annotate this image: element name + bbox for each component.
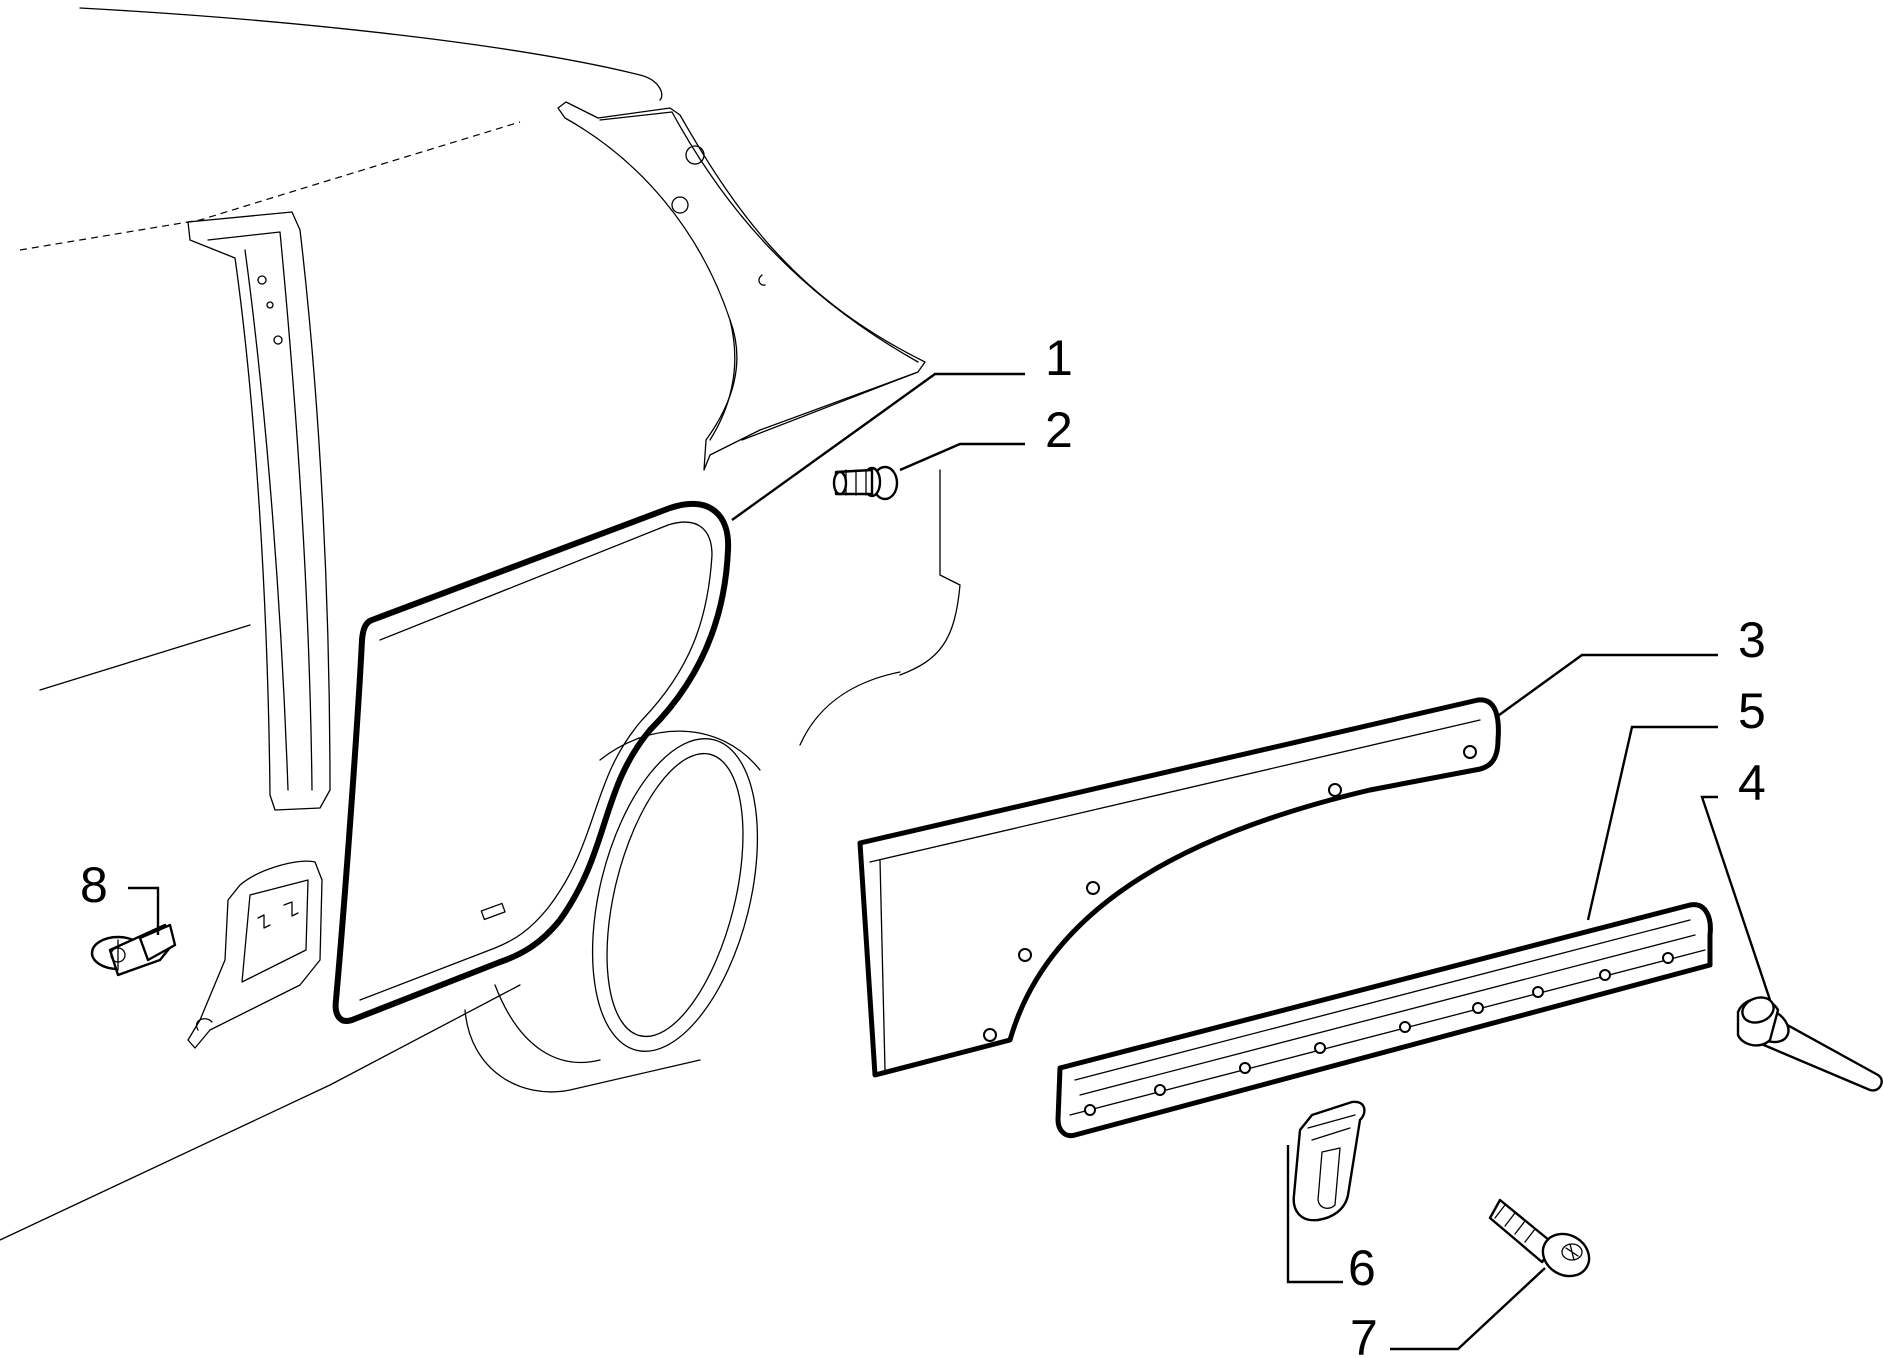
part-8-trim-clip [90,923,177,977]
b-pillar-trim [187,211,331,811]
part-1-window-seal [332,501,732,1024]
part-7-screw [1488,1198,1591,1278]
leader-4 [1700,795,1772,1001]
car-body-outline [0,7,961,1241]
leader-1 [731,372,1025,521]
part-6-clip [1292,1100,1366,1222]
callout-5: 5 [1738,683,1766,739]
leader-8 [128,886,160,935]
part-3-wheel-arch-moulding [857,697,1501,1078]
callout-7: 7 [1350,1310,1378,1358]
callout-2: 2 [1045,402,1073,458]
callout-labels: 1 2 3 4 5 6 7 8 [80,330,1766,1358]
leader-3 [1494,653,1718,719]
callout-3: 3 [1738,612,1766,668]
leader-7 [1390,1267,1546,1351]
part-2-fastener [832,465,899,501]
quarter-window-trim [557,101,926,471]
leader-5 [1586,725,1718,921]
callout-6: 6 [1348,1240,1376,1296]
leader-6 [1286,1145,1343,1284]
callout-4: 4 [1738,755,1766,811]
part-4-pin [1736,996,1883,1092]
callout-1: 1 [1045,330,1073,386]
callout-8: 8 [80,857,108,913]
leader-2 [899,442,1025,472]
leader-lines [128,372,1772,1351]
part-5-sill-moulding [1055,902,1713,1139]
lower-pillar-trim [187,860,323,1049]
